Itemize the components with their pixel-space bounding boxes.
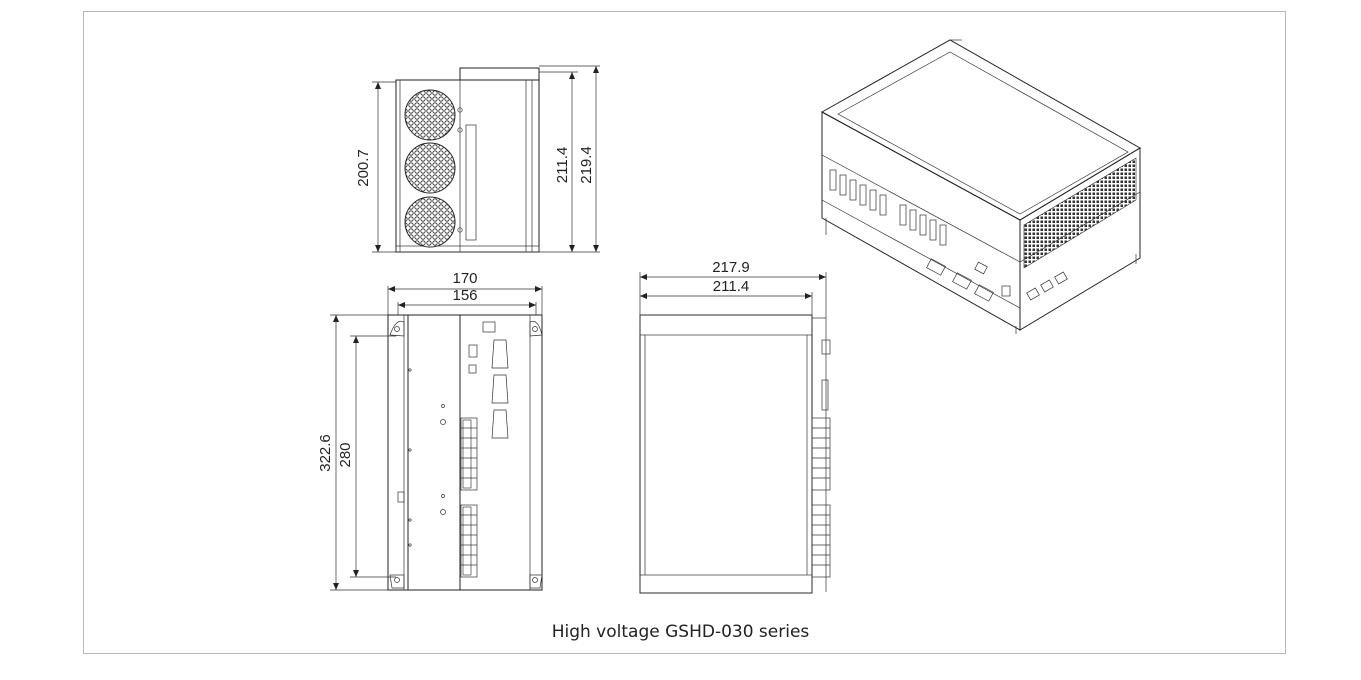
- back-view: [639, 272, 831, 594]
- dim-side-height-211-4: 211.4: [554, 147, 571, 183]
- dim-front-width-170: 170: [452, 270, 477, 287]
- front-view: [330, 286, 543, 591]
- iso-terminals: [829, 169, 947, 246]
- dim-back-width-211-4: 211.4: [713, 278, 749, 295]
- figure-caption: High voltage GSHD-030 series: [551, 622, 810, 642]
- dim-front-height-280: 280: [337, 442, 354, 467]
- terminal-block-lower: [460, 504, 478, 578]
- dim-back-width-217-9: 217.9: [712, 259, 750, 276]
- figure-frame: [83, 11, 1286, 654]
- back-terminal-teeth: [811, 417, 831, 578]
- dim-front-width-156: 156: [452, 287, 477, 304]
- isometric-view: [820, 39, 1141, 334]
- dim-front-height-322-6: 322.6: [317, 434, 334, 472]
- side-view: [372, 65, 600, 253]
- dim-side-height-200-7: 200.7: [355, 149, 372, 187]
- dim-side-height-219-4: 219.4: [578, 146, 595, 184]
- terminal-block-upper: [460, 417, 478, 491]
